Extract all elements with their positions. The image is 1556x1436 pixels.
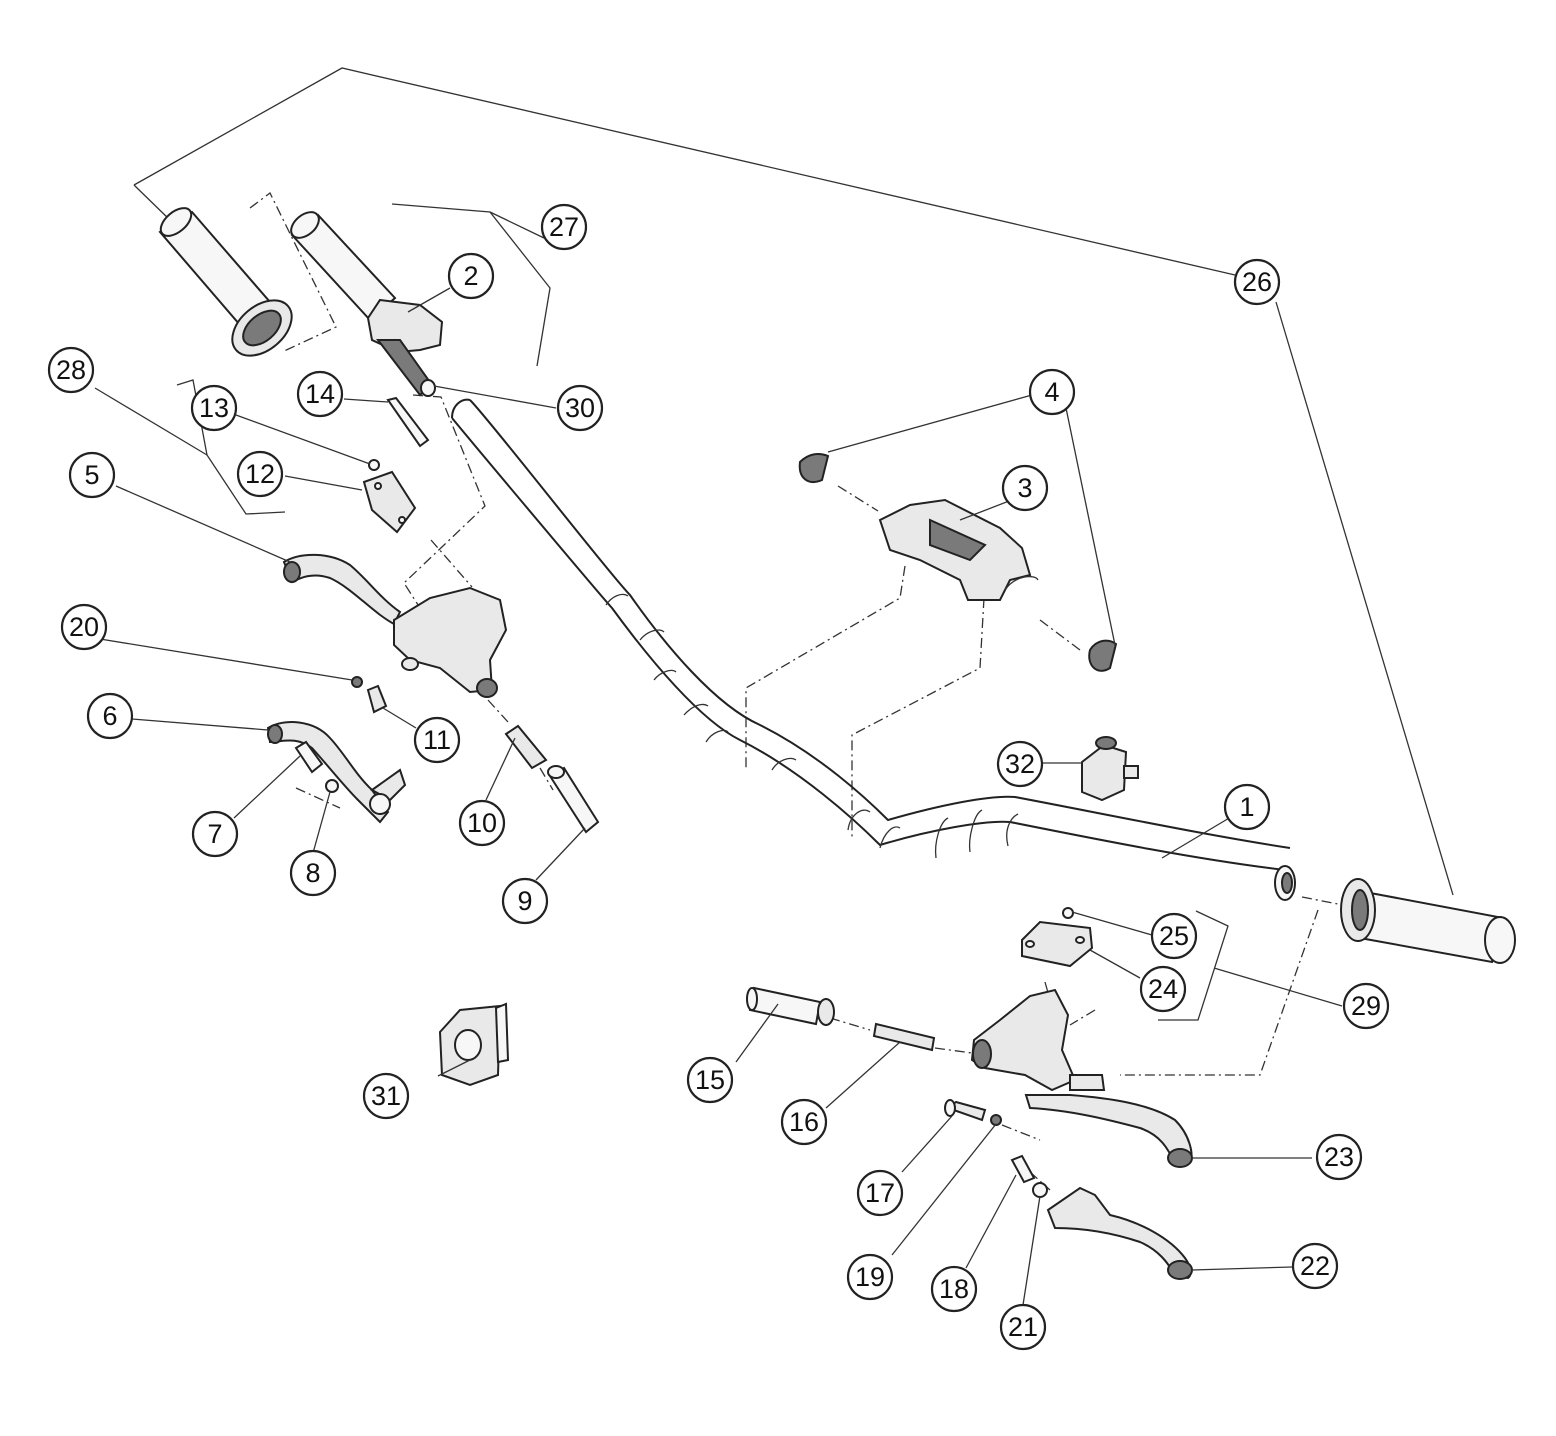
callout-6: 6 — [86, 692, 134, 740]
svg-text:13: 13 — [199, 393, 229, 423]
svg-text:4: 4 — [1044, 377, 1059, 407]
callout-7: 7 — [191, 810, 239, 858]
svg-text:7: 7 — [207, 819, 222, 849]
callout-11: 11 — [413, 716, 461, 764]
svg-text:24: 24 — [1148, 974, 1178, 1004]
svg-text:3: 3 — [1017, 473, 1032, 503]
switch-32 — [1081, 736, 1139, 802]
callout-32: 32 — [996, 740, 1044, 788]
svg-text:28: 28 — [56, 355, 86, 385]
callout-12: 12 — [236, 450, 284, 498]
brake-master-assembly — [746, 907, 1193, 1280]
svg-text:2: 2 — [463, 261, 478, 291]
callout-3: 3 — [1001, 464, 1049, 512]
callout-8: 8 — [289, 849, 337, 897]
callout-16: 16 — [780, 1098, 828, 1146]
callout-31: 31 — [362, 1072, 410, 1120]
callout-1: 1 — [1223, 783, 1271, 831]
group-bracket-lines — [94, 67, 1454, 1021]
callout-25: 25 — [1150, 912, 1198, 960]
left-grip-26 — [158, 207, 293, 357]
svg-text:18: 18 — [939, 1274, 969, 1304]
svg-text:10: 10 — [467, 808, 497, 838]
callout-10: 10 — [458, 799, 506, 847]
callout-15: 15 — [686, 1056, 734, 1104]
right-grip-26 — [1340, 878, 1516, 964]
callout-5: 5 — [68, 451, 116, 499]
callout-26: 26 — [1233, 258, 1281, 306]
svg-text:27: 27 — [549, 212, 579, 242]
svg-text:17: 17 — [865, 1178, 895, 1208]
svg-text:23: 23 — [1324, 1142, 1354, 1172]
svg-text:25: 25 — [1159, 921, 1189, 951]
callout-21: 21 — [999, 1303, 1047, 1351]
handlebar-clamp-3 — [878, 498, 1039, 601]
svg-text:5: 5 — [84, 460, 99, 490]
callout-23: 23 — [1315, 1133, 1363, 1181]
throttle-housing-2 — [366, 298, 444, 397]
callout-4: 4 — [1028, 368, 1076, 416]
svg-text:14: 14 — [305, 379, 335, 409]
callout-14: 14 — [296, 370, 344, 418]
svg-text:19: 19 — [855, 1262, 885, 1292]
svg-text:30: 30 — [565, 393, 595, 423]
callout-20: 20 — [60, 603, 108, 651]
callout-17: 17 — [856, 1169, 904, 1217]
callout-13: 13 — [190, 384, 238, 432]
callout-9: 9 — [501, 877, 549, 925]
svg-text:1: 1 — [1239, 792, 1254, 822]
svg-text:31: 31 — [371, 1081, 401, 1111]
callout-18: 18 — [930, 1265, 978, 1313]
callout-22: 22 — [1291, 1242, 1339, 1290]
clutch-perch-assembly — [266, 396, 600, 834]
callout-27: 27 — [540, 203, 588, 251]
svg-text:15: 15 — [695, 1065, 725, 1095]
callout-24: 24 — [1139, 965, 1187, 1013]
switch-31 — [438, 1002, 510, 1087]
svg-text:32: 32 — [1005, 749, 1035, 779]
cable-strap-4 — [798, 453, 1118, 672]
svg-text:29: 29 — [1351, 991, 1381, 1021]
callout-2: 2 — [447, 252, 495, 300]
svg-text:8: 8 — [305, 858, 320, 888]
leader-lines — [99, 287, 1312, 1306]
svg-text:16: 16 — [789, 1107, 819, 1137]
callout-19: 19 — [846, 1253, 894, 1301]
callout-29: 29 — [1342, 982, 1390, 1030]
svg-text:6: 6 — [102, 701, 117, 731]
svg-text:20: 20 — [69, 612, 99, 642]
svg-text:9: 9 — [517, 886, 532, 916]
callout-30: 30 — [556, 384, 604, 432]
svg-text:26: 26 — [1242, 267, 1272, 297]
svg-text:22: 22 — [1300, 1251, 1330, 1281]
svg-text:12: 12 — [245, 459, 275, 489]
svg-text:11: 11 — [423, 725, 451, 755]
svg-text:21: 21 — [1008, 1312, 1038, 1342]
callouts: 1 2 3 4 5 6 7 8 9 10 11 12 13 14 15 16 1… — [47, 203, 1390, 1351]
callout-28: 28 — [47, 346, 95, 394]
handlebar — [451, 398, 1296, 901]
throttle-grip-27 — [290, 211, 397, 322]
